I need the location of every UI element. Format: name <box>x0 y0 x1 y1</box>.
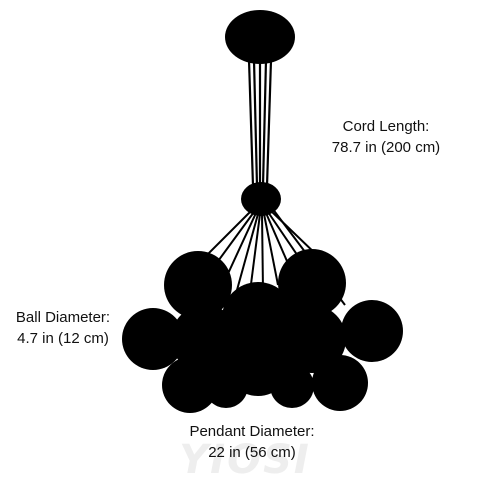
pendant-diameter-label: Pendant Diameter: 22 in (56 cm) <box>170 421 334 463</box>
pendant-diameter-value: 22 in (56 cm) <box>208 444 296 461</box>
ball-diameter-value: 4.7 in (12 cm) <box>17 330 109 347</box>
cord-length-title: Cord Length: <box>342 118 430 135</box>
ball-diameter-label: Ball Diameter: 4.7 in (12 cm) <box>0 307 126 349</box>
central-hub <box>241 182 281 216</box>
pendant-diameter-title: Pendant Diameter: <box>189 423 315 440</box>
ball-diameter-title: Ball Diameter: <box>15 309 111 326</box>
cord-length-label: Cord Length: 78.7 in (200 cm) <box>318 116 454 158</box>
globe-cluster <box>122 249 403 413</box>
suspension-cords <box>247 59 273 187</box>
brand-watermark: YIOSI <box>179 437 311 480</box>
cord-length-value: 78.7 in (200 cm) <box>331 139 441 156</box>
ceiling-canopy <box>225 10 295 64</box>
